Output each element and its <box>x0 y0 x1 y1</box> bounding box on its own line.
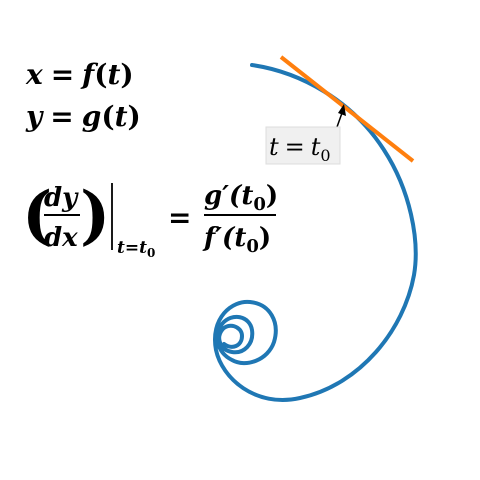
derivative-equals: = <box>168 201 191 234</box>
annotation-box <box>266 127 340 164</box>
evaluation-subscript: t=t0 <box>117 238 155 260</box>
annotation-label: t=t0 <box>269 133 331 165</box>
derivative-formula: ( ) dy dx t=t0 = g′(t0) f′(t0) <box>22 178 278 260</box>
rhs-numerator: g′(t0) <box>204 181 278 215</box>
annotation-arrow-head <box>338 104 346 116</box>
equation-x: x=f(t) <box>25 58 134 91</box>
fraction-denominator-dx: dx <box>44 223 78 253</box>
equation-y: y=g(t) <box>25 100 141 133</box>
tangent-line <box>279 55 415 163</box>
parametric-spiral-curve <box>213 63 418 402</box>
fraction-numerator-dy: dy <box>44 183 79 213</box>
annotation-arrow-shaft <box>336 112 343 128</box>
annotation-box-border <box>265 126 341 165</box>
rhs-denominator: f′(t0) <box>202 223 271 257</box>
right-paren: ) <box>80 178 110 253</box>
